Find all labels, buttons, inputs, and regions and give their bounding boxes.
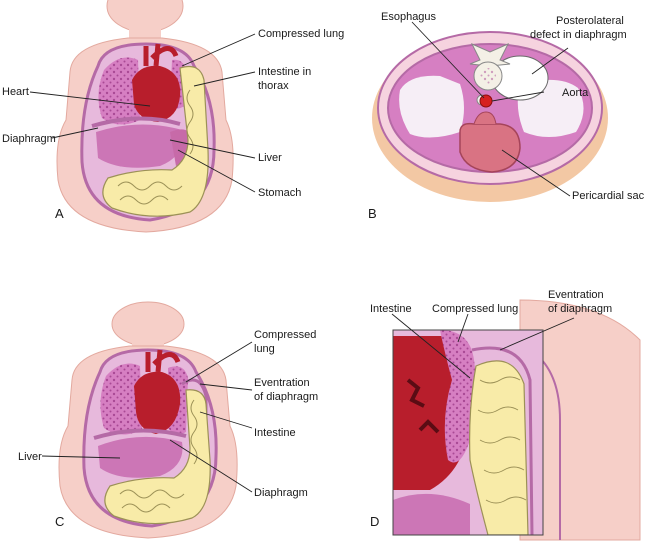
compressed-lung-texture [440,330,477,463]
label-intestine: Intestine [254,427,296,439]
heart [132,65,181,122]
label-aorta: Aorta [562,87,589,99]
panel-letter-a: A [55,206,64,221]
liver [98,436,183,478]
label-compressed-2: lung [254,343,275,355]
great-vessels [145,349,181,373]
intestine-loops [477,376,527,504]
intestine-loops [117,89,194,205]
label-defect-2: defect in diaphragm [530,29,627,41]
label-eventration-1: Eventration [254,377,310,389]
label-liver: Liver [258,152,282,164]
panel-a-illustration [56,0,234,233]
label-defect-1: Posterolateral [556,15,624,27]
label-intestine-in-thorax-1: Intestine in [258,66,311,78]
right-pleural-space [399,75,464,138]
label-eventration-2: of diaphragm [548,303,612,315]
heart [134,371,181,434]
panel-letter-b: B [368,206,377,221]
label-heart: Heart [2,86,29,98]
arm-skin [519,299,641,541]
label-diaphragm: Diaphragm [254,487,308,499]
panel-d-illustration [392,299,641,541]
eventrated-diaphragm [471,346,534,535]
panel-letter-c: C [55,514,64,529]
left-lung-texture [98,57,140,125]
label-pericardial-sac: Pericardial sac [572,190,645,202]
pericardial-sac [459,122,521,173]
aorta [479,94,493,108]
diaphragm [93,428,187,440]
pericardial-sac-neck [473,111,497,125]
panel-b-leaders [411,21,571,197]
eventrated-diaphragm [181,378,208,440]
label-compressed-lung: Compressed lung [432,303,518,315]
label-esophagus: Esophagus [381,11,437,23]
label-liver: Liver [18,451,42,463]
panel-c-illustration [58,301,238,539]
heart-detail [406,378,440,434]
intestines [104,389,211,525]
zoom-frame [392,329,544,536]
diaphragm [91,116,181,128]
label-eventration-1: Eventration [548,289,604,301]
label-intestine-in-thorax-2: thorax [258,80,289,92]
panel-letter-d: D [370,514,379,529]
vertebra-process [469,42,511,67]
intestines [102,65,209,217]
intestine-loops [119,399,198,513]
label-diaphragm: Diaphragm [2,133,56,145]
vertebra-texture [480,68,496,84]
panel-a-leaders [29,33,256,193]
liver [393,493,470,535]
label-eventration-2: of diaphragm [254,391,318,403]
great-vessels [143,43,179,67]
panel-d-leaders [391,313,575,379]
label-compressed-1: Compressed [254,329,316,341]
panel-c-leaders [41,341,253,493]
label-intestine: Intestine [370,303,412,315]
liver [96,124,183,168]
label-compressed-lung: Compressed lung [258,28,344,40]
panel-b-illustration [372,31,608,202]
intestines [469,360,529,535]
label-stomach: Stomach [258,187,301,199]
left-lung-texture [100,363,142,435]
